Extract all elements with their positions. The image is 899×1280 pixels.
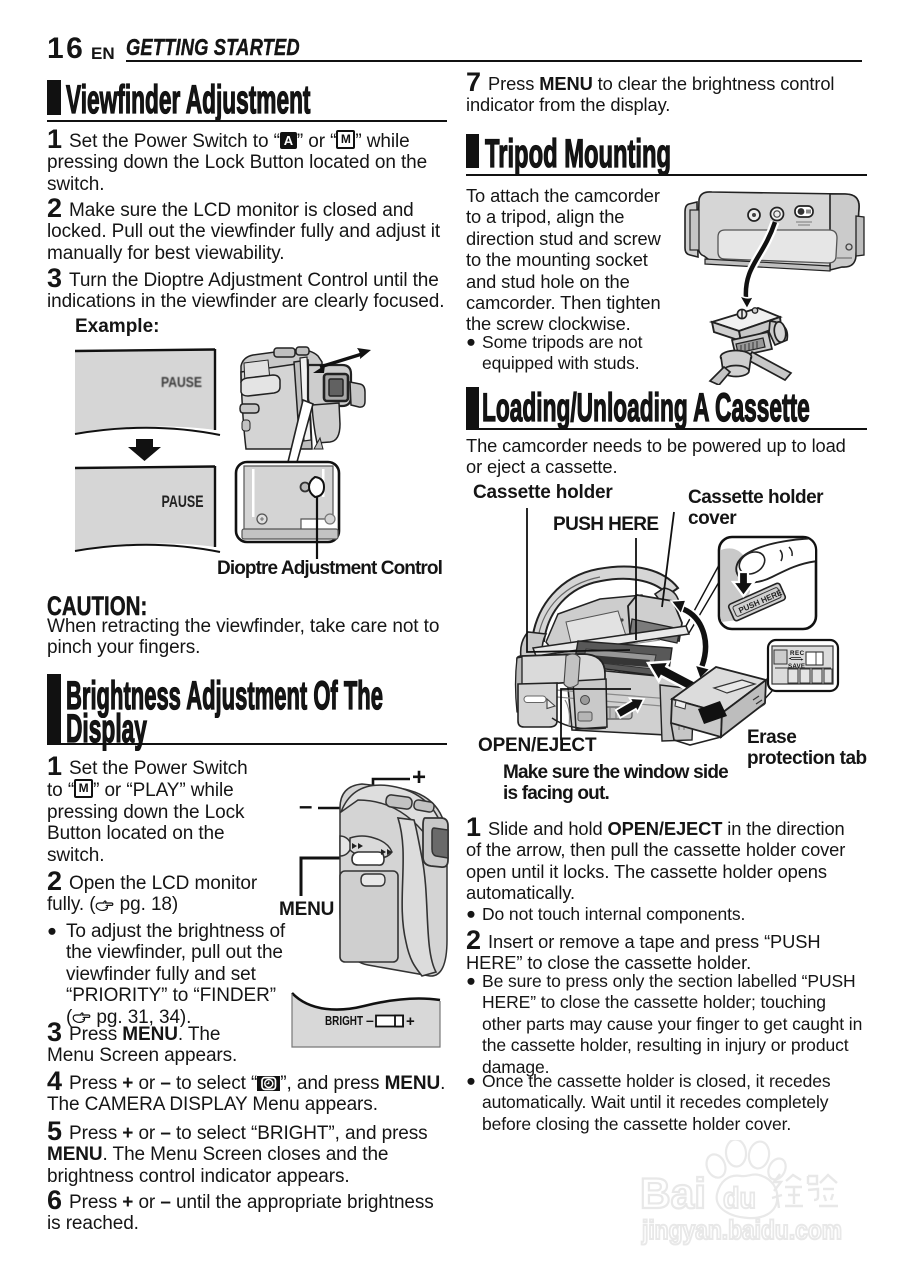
svg-text:PAUSE: PAUSE xyxy=(161,374,202,391)
svg-text:Bai: Bai xyxy=(640,1170,706,1218)
svg-text:SAVE: SAVE xyxy=(788,663,805,670)
svg-text:du: du xyxy=(723,1182,756,1215)
svg-text:PAUSE: PAUSE xyxy=(162,492,204,511)
svg-text:–: – xyxy=(299,793,312,820)
svg-text:jingyan.baidu.com: jingyan.baidu.com xyxy=(641,1215,842,1245)
svg-text:REC: REC xyxy=(790,650,805,657)
svg-text:BRIGHT: BRIGHT xyxy=(325,1014,363,1028)
svg-text:+: + xyxy=(412,764,426,791)
svg-text:–: – xyxy=(366,1012,374,1028)
svg-text:+: + xyxy=(406,1013,415,1030)
